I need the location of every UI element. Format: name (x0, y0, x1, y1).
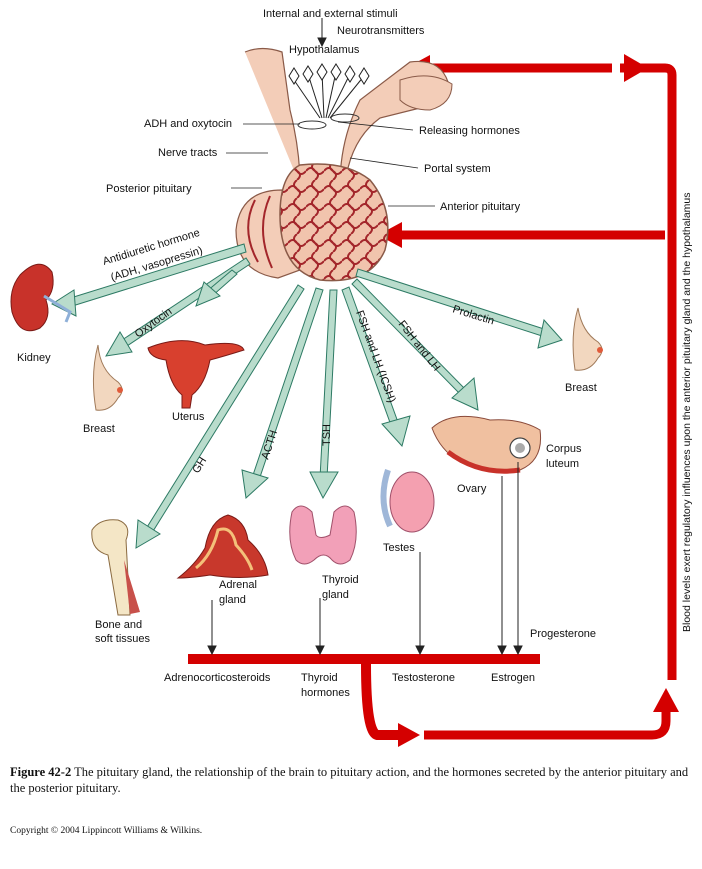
label-nerve-tracts: Nerve tracts (158, 147, 218, 159)
caption-text: The pituitary gland, the relationship of… (10, 765, 689, 795)
label-bone-1: Bone and (95, 619, 142, 631)
pituitary-gland (235, 163, 389, 282)
tsh-arrow (309, 289, 339, 500)
ovary (431, 415, 542, 474)
label-neurotransmitters: Neurotransmitters (337, 25, 425, 37)
prolactin-arrow (355, 268, 563, 349)
label-breast-left: Breast (83, 423, 115, 435)
hormone-arrows (50, 243, 563, 549)
label-kidney: Kidney (17, 352, 51, 364)
fsh-lh-arrow (351, 278, 479, 411)
oxytocin-arrow (105, 257, 251, 357)
label-releasing-hormones: Releasing hormones (419, 125, 520, 137)
hormone-acth: ACTH (259, 429, 280, 461)
label-thyroid-2: gland (322, 589, 349, 601)
acth-arrow (241, 287, 324, 500)
label-testes: Testes (383, 542, 415, 554)
label-feedback: Blood levels exert regulatory influences… (681, 192, 693, 632)
label-corpus-2: luteum (546, 458, 579, 470)
label-posterior-pituitary: Posterior pituitary (106, 183, 192, 195)
label-bone-2: soft tissues (95, 633, 151, 645)
label-estrogen: Estrogen (491, 672, 535, 684)
label-hypothalamus: Hypothalamus (289, 44, 360, 56)
copyright: Copyright © 2004 Lippincott Williams & W… (10, 826, 203, 836)
hormone-oxytocin: Oxytocin (133, 306, 175, 341)
brain-and-stalk (244, 47, 453, 186)
label-corpus-1: Corpus (546, 443, 582, 455)
gh-arrow (135, 284, 305, 549)
bone (91, 519, 140, 616)
label-adrenal-2: gland (219, 594, 246, 606)
label-thyroid-hormones-1: Thyroid (301, 672, 338, 684)
label-testosterone: Testosterone (392, 672, 455, 684)
feedback-loop (188, 54, 679, 747)
label-stimuli: Internal and external stimuli (263, 8, 398, 20)
breast-right (572, 307, 603, 371)
label-adrenal-1: Adrenal (219, 579, 257, 591)
adrenal-gland (176, 514, 269, 579)
label-anterior-pituitary: Anterior pituitary (440, 201, 521, 213)
label-portal-system: Portal system (424, 163, 491, 175)
product-arrows (207, 18, 523, 656)
fsh-lh-icsh-arrow (341, 286, 411, 448)
hormone-fsh-lh: FSH and LH (396, 318, 443, 373)
kidney (10, 263, 72, 332)
label-uterus: Uterus (172, 411, 205, 423)
figure-caption: Figure 42-2 The pituitary gland, the rel… (10, 764, 692, 796)
label-breast-right: Breast (565, 382, 597, 394)
hormone-tsh: TSH (321, 424, 333, 446)
label-progesterone: Progesterone (530, 628, 596, 640)
uterus (147, 340, 245, 409)
testes (380, 469, 435, 533)
caption-label: Figure 42-2 (10, 765, 72, 779)
breast-left (92, 344, 123, 411)
label-ovary: Ovary (457, 483, 487, 495)
thyroid-gland (289, 505, 357, 565)
label-adh-oxytocin: ADH and oxytocin (144, 118, 232, 130)
leader-lines (226, 121, 435, 207)
label-thyroid-1: Thyroid (322, 574, 359, 586)
label-adrenocorticosteroids: Adrenocorticosteroids (164, 672, 271, 684)
uterus-arrow (195, 269, 238, 307)
label-thyroid-hormones-2: hormones (301, 687, 350, 699)
